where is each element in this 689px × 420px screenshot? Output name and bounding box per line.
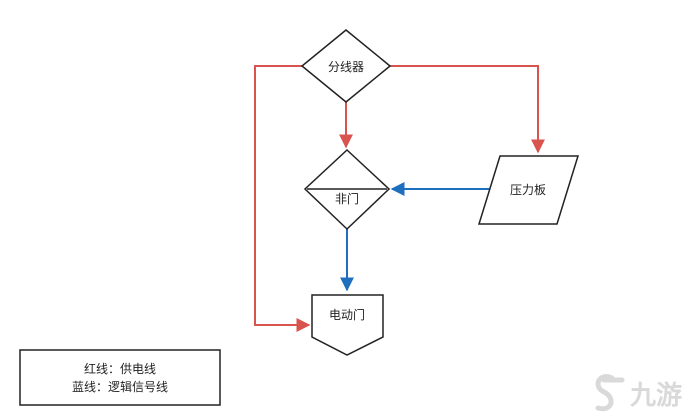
electric-door-shape	[311, 294, 384, 356]
pressure-plate-shape	[477, 155, 580, 225]
watermark-logo-icon	[595, 374, 625, 412]
power-line-splitter-to-pressure-plate	[390, 65, 545, 154]
legend-box: 红线：供电线 蓝线：逻辑信号线	[19, 349, 221, 406]
watermark-text: 九游	[629, 381, 682, 411]
node-pressure-plate: 压力板	[477, 155, 580, 225]
legend-border	[19, 349, 221, 406]
legend-red-line: 红线：供电线	[84, 361, 156, 376]
node-electric-door: 电动门	[311, 294, 384, 356]
node-splitter: 分线器	[300, 29, 392, 103]
legend-blue-line: 蓝线：逻辑信号线	[72, 380, 168, 394]
splitter-label: 分线器	[328, 60, 364, 74]
watermark: 九游	[595, 374, 682, 412]
not-gate-label: 非门	[335, 191, 359, 206]
splitter-diamond-shape	[300, 29, 392, 103]
pressure-plate-label: 压力板	[510, 183, 546, 197]
electric-door-label: 电动门	[329, 307, 365, 322]
node-not-gate: 非门	[303, 148, 391, 231]
power-line-splitter-to-door	[254, 65, 311, 332]
